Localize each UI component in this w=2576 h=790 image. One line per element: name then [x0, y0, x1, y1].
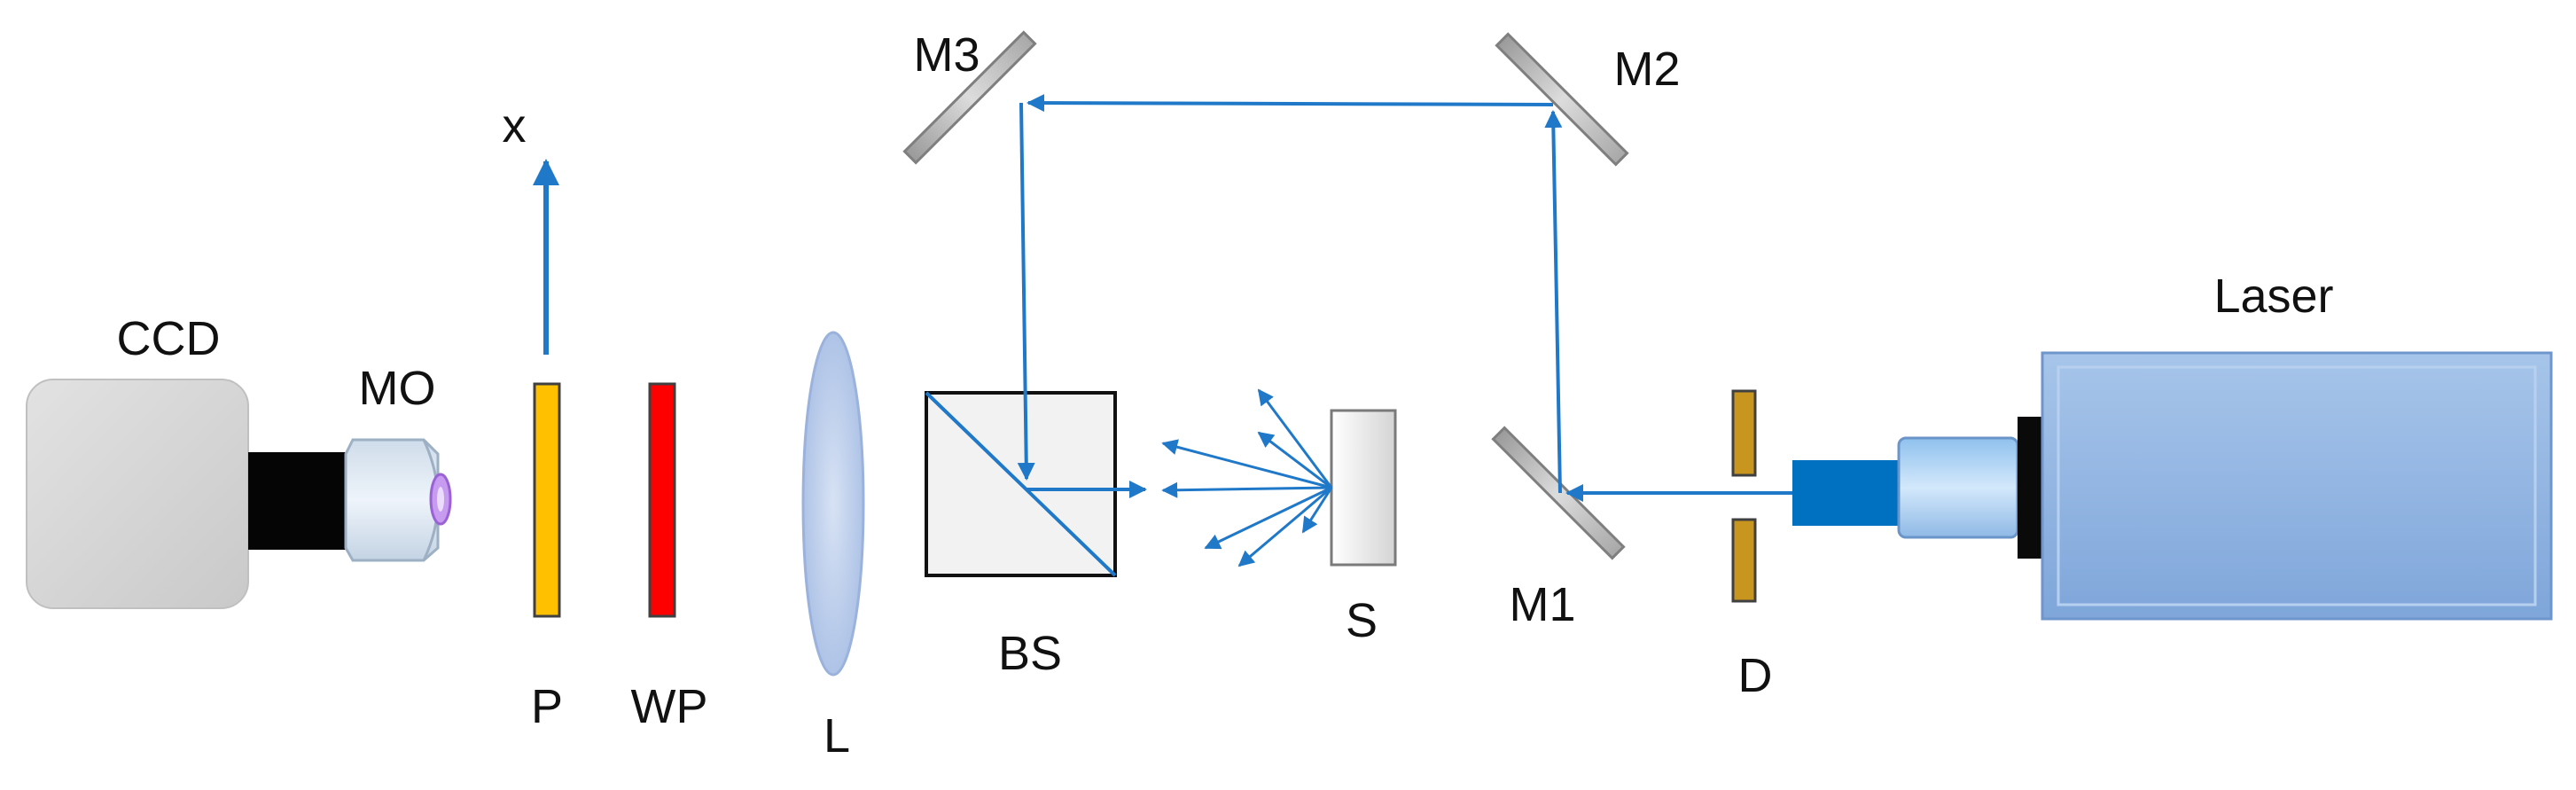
- wp-label: WP: [631, 680, 708, 733]
- diaphragm: [1731, 389, 1757, 603]
- p-label: P: [531, 680, 563, 733]
- lens: [801, 331, 865, 677]
- d-label: D: [1738, 649, 1773, 702]
- mirror-m2: [1495, 32, 1629, 167]
- microscope-objective: [344, 438, 452, 562]
- laser-label: Laser: [2213, 270, 2333, 323]
- scattered-rays: [1161, 388, 1333, 567]
- polarizer: [533, 382, 561, 618]
- l-label: L: [824, 709, 850, 763]
- mirror-m3: [902, 30, 1037, 165]
- wave-plate: [648, 382, 676, 618]
- m2-label: M2: [1613, 43, 1680, 96]
- ccd-camera: [26, 379, 346, 609]
- x-axis-label: x: [503, 99, 527, 153]
- m3-label: M3: [913, 28, 980, 82]
- sample: [1330, 409, 1397, 567]
- laser: [1792, 351, 2553, 621]
- laser-beam-path: [1017, 94, 1792, 502]
- s-label: S: [1346, 594, 1378, 647]
- bs-label: BS: [998, 627, 1062, 680]
- mo-label: MO: [359, 362, 436, 415]
- beam-splitter: [925, 391, 1117, 577]
- ccd-label: CCD: [117, 312, 221, 365]
- m1-label: M1: [1509, 578, 1575, 631]
